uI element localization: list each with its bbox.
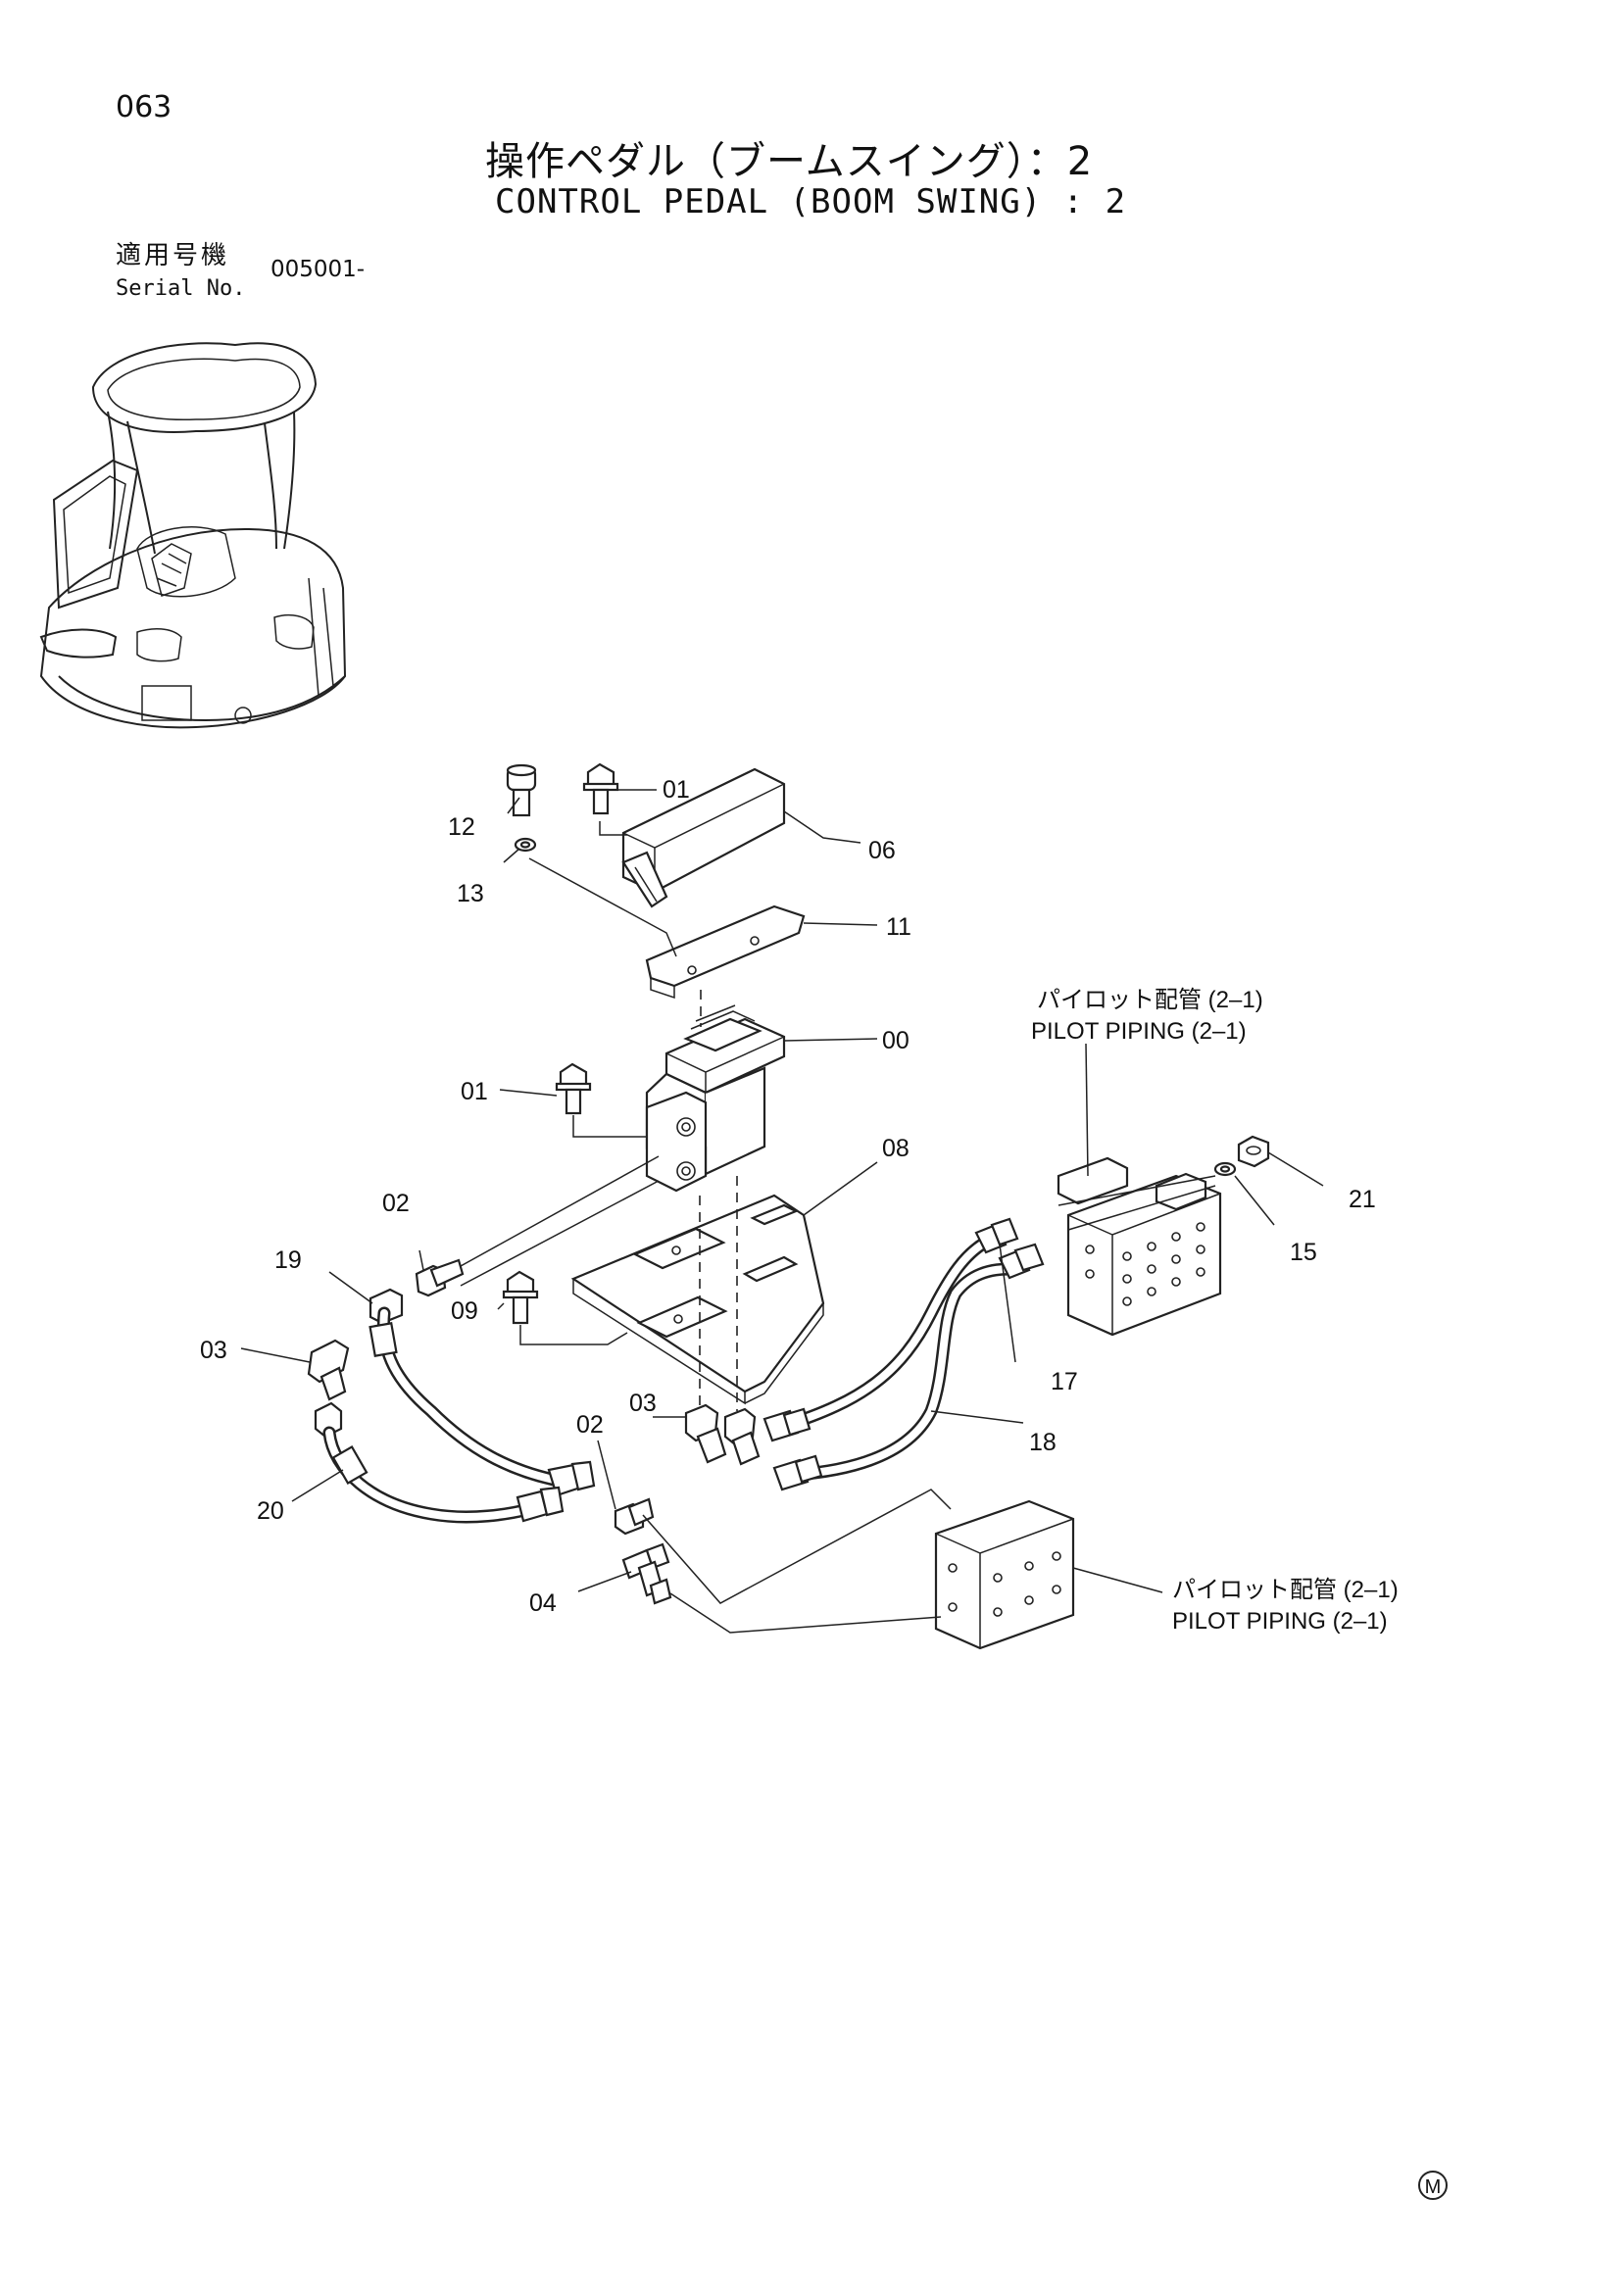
part-bolt-12	[506, 763, 537, 817]
part-fitting-02-upper	[415, 1258, 465, 1297]
machine-location-thumbnail	[39, 342, 347, 729]
callout-02-lower: 02	[576, 1411, 604, 1439]
part-pedal-06	[621, 767, 786, 908]
serial-number-value: 005001-	[270, 257, 366, 282]
part-hose-19	[369, 1306, 596, 1497]
part-plate-11	[645, 904, 806, 1000]
serial-label-japanese: 適用号機	[116, 241, 230, 270]
corner-mark-circled-m: M	[1418, 2171, 1448, 2200]
assembly-lines	[460, 821, 1216, 1634]
callout-labels: 01 12 06 13 11 00 01 08 02 19 09 03 02 0…	[200, 776, 1376, 1617]
callout-03-middle: 03	[629, 1390, 657, 1417]
part-bolt-01-middle	[555, 1062, 592, 1115]
callout-12: 12	[448, 813, 475, 841]
callout-06: 06	[868, 837, 896, 864]
callout-01-middle: 01	[461, 1078, 488, 1105]
part-fitting-02-lower	[614, 1497, 655, 1536]
part-bracket-08	[570, 1194, 825, 1405]
part-tee-04	[621, 1542, 672, 1605]
callout-03-left: 03	[200, 1337, 227, 1364]
page-title-english: CONTROL PEDAL (BOOM SWING) : 2	[495, 182, 1127, 221]
part-bolt-01-top	[582, 762, 619, 815]
reference-notes: パイロット配管 (2–1) PILOT PIPING (2–1) パイロット配管…	[1031, 987, 1399, 1635]
callout-01-top: 01	[663, 776, 690, 804]
part-elbow-03-left	[307, 1339, 350, 1401]
part-pilot-valve-block-upper	[1057, 1156, 1222, 1337]
callout-15: 15	[1290, 1239, 1317, 1266]
callout-02-upper: 02	[382, 1190, 410, 1217]
part-washer-13	[514, 837, 537, 853]
part-bolt-09	[502, 1270, 539, 1325]
ref-pilot-piping-top-jp: パイロット配管 (2–1)	[1037, 987, 1263, 1013]
page-number: 063	[116, 90, 172, 124]
callout-21: 21	[1349, 1186, 1376, 1213]
ref-pilot-piping-bottom-en: PILOT PIPING (2–1)	[1172, 1608, 1388, 1635]
leader-lines	[240, 789, 1324, 1593]
callout-04: 04	[529, 1589, 557, 1617]
corner-mark-letter: M	[1425, 2176, 1442, 2198]
callout-09: 09	[451, 1297, 478, 1325]
part-hose-18	[772, 1243, 1045, 1491]
page-title-japanese: 操作ペダル（ブームスイング）：2	[485, 139, 1094, 184]
serial-label-english: Serial No.	[116, 276, 246, 301]
callout-19: 19	[274, 1246, 302, 1274]
callout-17: 17	[1051, 1368, 1078, 1395]
part-hose-20	[314, 1401, 565, 1524]
part-pilot-valve-block-lower	[934, 1499, 1075, 1650]
callout-20: 20	[257, 1497, 284, 1525]
part-washer-15	[1213, 1161, 1237, 1177]
part-valve-00	[645, 1004, 786, 1193]
callout-13: 13	[457, 880, 484, 907]
callout-18: 18	[1029, 1429, 1057, 1456]
callout-08: 08	[882, 1135, 910, 1162]
part-hose-17	[762, 1217, 1019, 1442]
part-nut-21	[1237, 1135, 1270, 1168]
callout-00: 00	[882, 1027, 910, 1054]
ref-pilot-piping-bottom-jp: パイロット配管 (2–1)	[1172, 1577, 1399, 1603]
ref-pilot-piping-top-en: PILOT PIPING (2–1)	[1031, 1018, 1247, 1045]
callout-11: 11	[886, 913, 911, 941]
part-elbow-03-middle	[684, 1403, 761, 1466]
